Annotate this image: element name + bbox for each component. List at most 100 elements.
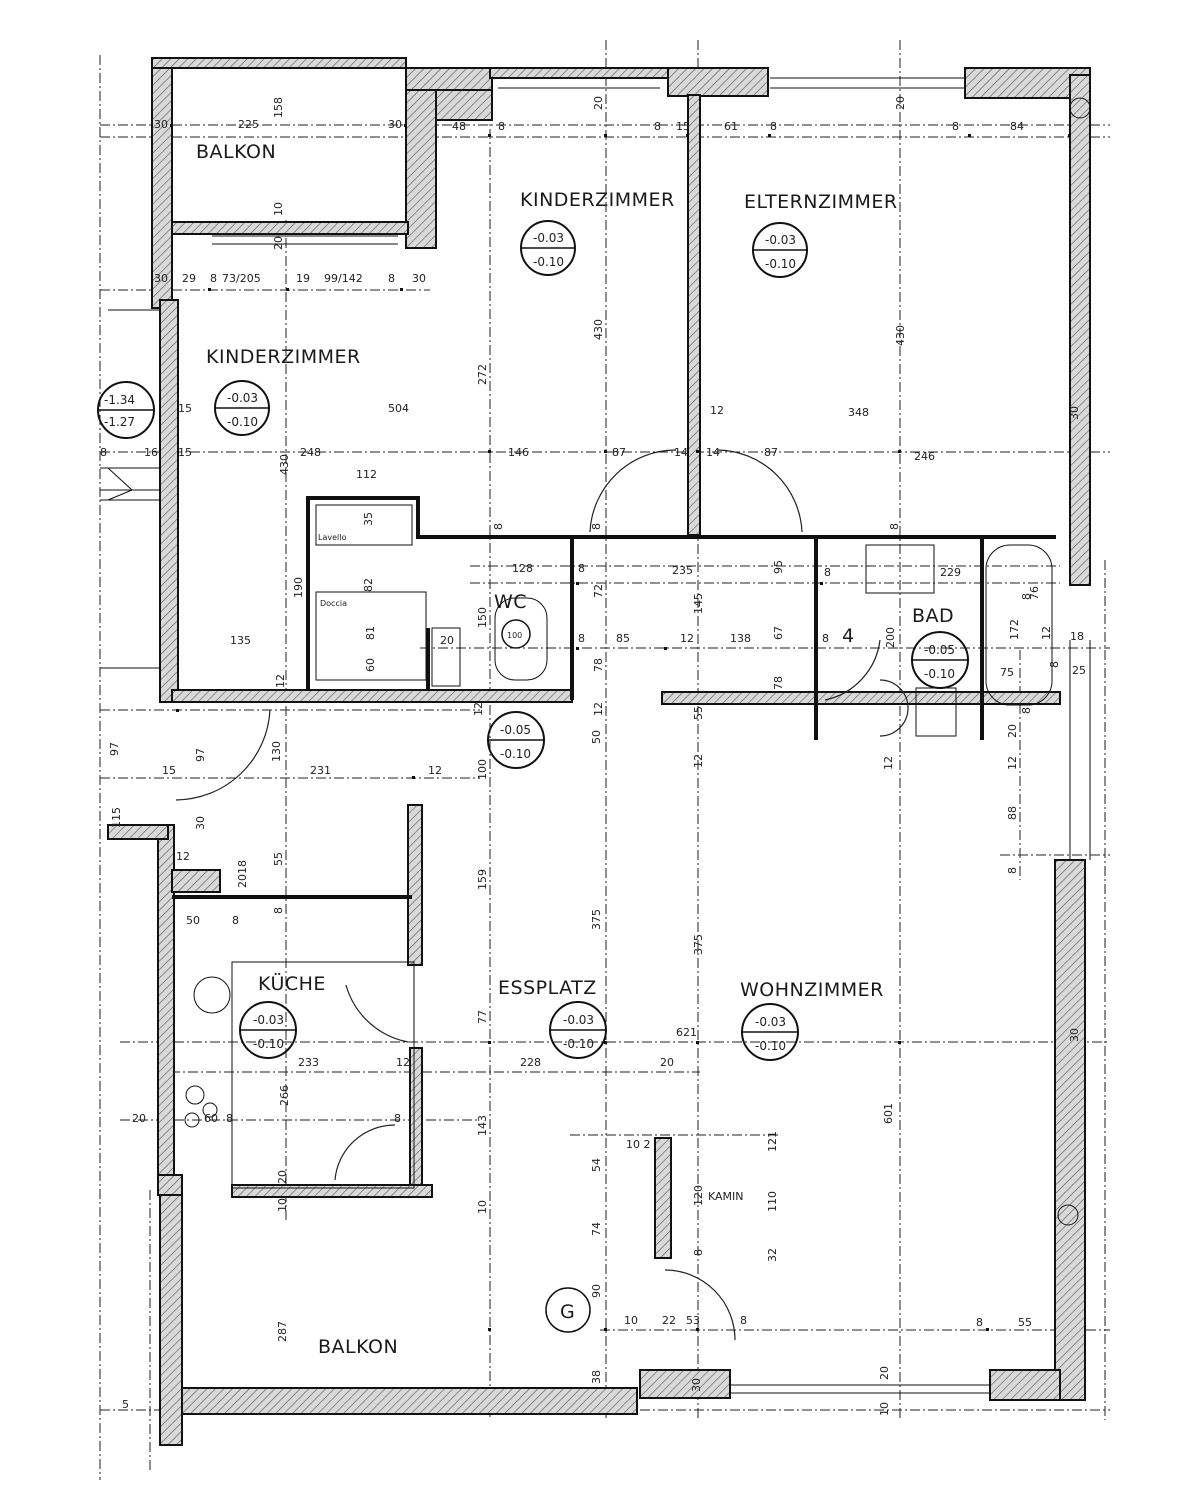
svg-text:150: 150 bbox=[476, 607, 489, 628]
label-doccia: Doccia bbox=[320, 599, 347, 608]
svg-text:8: 8 bbox=[692, 1249, 705, 1256]
svg-text:20: 20 bbox=[440, 634, 454, 647]
svg-text:120: 120 bbox=[692, 1185, 705, 1206]
svg-text:112: 112 bbox=[356, 468, 377, 481]
svg-text:95: 95 bbox=[772, 560, 785, 574]
dimension-labels: 30 225 158 30 48 8 20 8 15 61 8 20 8 84 … bbox=[100, 96, 1086, 1416]
svg-text:97: 97 bbox=[194, 748, 207, 762]
svg-text:20: 20 bbox=[878, 1366, 891, 1380]
svg-text:76: 76 bbox=[1028, 586, 1041, 600]
svg-text:20: 20 bbox=[894, 96, 907, 110]
svg-text:20: 20 bbox=[1006, 724, 1019, 738]
svg-text:12: 12 bbox=[680, 632, 694, 645]
svg-text:8: 8 bbox=[824, 566, 831, 579]
level-marker-kinderzimmer-left: -0.03 -0.10 bbox=[214, 380, 270, 436]
svg-text:-0.03: -0.03 bbox=[253, 1013, 284, 1027]
svg-text:229: 229 bbox=[940, 566, 961, 579]
svg-text:100: 100 bbox=[476, 759, 489, 780]
svg-text:55: 55 bbox=[272, 852, 285, 866]
svg-text:35: 35 bbox=[362, 512, 375, 526]
svg-text:248: 248 bbox=[300, 446, 321, 459]
svg-text:200: 200 bbox=[884, 627, 897, 648]
svg-text:146: 146 bbox=[508, 446, 529, 459]
svg-text:128: 128 bbox=[512, 562, 533, 575]
room-labels: BALKON KINDERZIMMER ELTERNZIMMER KINDERZ… bbox=[196, 141, 954, 1358]
svg-text:72: 72 bbox=[592, 584, 605, 598]
svg-text:20: 20 bbox=[592, 96, 605, 110]
svg-text:12: 12 bbox=[396, 1056, 410, 1069]
svg-text:8: 8 bbox=[1020, 707, 1033, 714]
svg-text:115: 115 bbox=[110, 807, 123, 828]
svg-text:110: 110 bbox=[766, 1191, 779, 1212]
stairs bbox=[100, 309, 160, 669]
svg-text:-1.34: -1.34 bbox=[104, 393, 135, 407]
doors bbox=[175, 97, 1091, 1341]
level-marker-stair: -1.34 -1.27 bbox=[97, 381, 155, 439]
svg-text:8: 8 bbox=[1020, 593, 1033, 600]
svg-text:-0.10: -0.10 bbox=[253, 1037, 284, 1051]
svg-text:8: 8 bbox=[100, 446, 107, 459]
svg-text:430: 430 bbox=[894, 325, 907, 346]
svg-text:8: 8 bbox=[770, 120, 777, 133]
svg-text:50: 50 bbox=[590, 730, 603, 744]
svg-text:135: 135 bbox=[230, 634, 251, 647]
svg-text:-0.10: -0.10 bbox=[924, 667, 955, 681]
svg-text:-0.05: -0.05 bbox=[500, 723, 531, 737]
svg-text:-0.03: -0.03 bbox=[563, 1013, 594, 1027]
svg-text:87: 87 bbox=[612, 446, 626, 459]
dimension-ticks bbox=[170, 124, 1071, 1331]
svg-text:8: 8 bbox=[740, 1314, 747, 1327]
svg-text:10: 10 bbox=[624, 1314, 638, 1327]
room-label-essplatz: ESSPLATZ bbox=[498, 977, 597, 999]
svg-text:38: 38 bbox=[590, 1370, 603, 1384]
room-label-wc: WC bbox=[494, 591, 527, 613]
svg-text:430: 430 bbox=[278, 454, 291, 475]
svg-text:12: 12 bbox=[428, 764, 442, 777]
svg-text:8: 8 bbox=[232, 914, 239, 927]
svg-text:10: 10 bbox=[272, 202, 285, 216]
room-label-wohnzimmer: WOHNZIMMER bbox=[740, 979, 884, 1001]
svg-text:77: 77 bbox=[476, 1010, 489, 1024]
svg-text:8: 8 bbox=[210, 272, 217, 285]
level-marker-kinderzimmer-top: -0.03 -0.10 bbox=[520, 220, 576, 276]
svg-text:53: 53 bbox=[686, 1314, 700, 1327]
svg-text:159: 159 bbox=[476, 869, 489, 890]
svg-text:30: 30 bbox=[194, 816, 207, 830]
svg-text:8: 8 bbox=[226, 1112, 233, 1125]
svg-text:15: 15 bbox=[178, 402, 192, 415]
svg-text:504: 504 bbox=[388, 402, 409, 415]
svg-text:8: 8 bbox=[590, 523, 603, 530]
svg-text:-0.05: -0.05 bbox=[924, 643, 955, 657]
svg-text:78: 78 bbox=[772, 676, 785, 690]
svg-text:138: 138 bbox=[730, 632, 751, 645]
svg-text:48: 48 bbox=[452, 120, 466, 133]
svg-text:14: 14 bbox=[674, 446, 688, 459]
svg-text:15: 15 bbox=[162, 764, 176, 777]
svg-text:15: 15 bbox=[178, 446, 192, 459]
svg-text:-0.03: -0.03 bbox=[755, 1015, 786, 1029]
svg-text:60: 60 bbox=[364, 658, 377, 672]
svg-text:158: 158 bbox=[272, 97, 285, 118]
svg-text:20: 20 bbox=[276, 1170, 289, 1184]
svg-text:287: 287 bbox=[276, 1321, 289, 1342]
room-label-balkon-top: BALKON bbox=[196, 141, 276, 163]
svg-text:12: 12 bbox=[692, 754, 705, 768]
svg-text:601: 601 bbox=[882, 1103, 895, 1124]
svg-text:22: 22 bbox=[662, 1314, 676, 1327]
room-label-bad: BAD bbox=[912, 605, 954, 627]
svg-text:231: 231 bbox=[310, 764, 331, 777]
label-kamin: KAMIN bbox=[708, 1190, 744, 1203]
svg-text:12: 12 bbox=[592, 702, 605, 716]
svg-text:172: 172 bbox=[1008, 619, 1021, 640]
room-label-kinderzimmer-left: KINDERZIMMER bbox=[206, 346, 361, 368]
room-label-balkon-bottom: BALKON bbox=[318, 1336, 398, 1358]
svg-text:-0.10: -0.10 bbox=[765, 257, 796, 271]
svg-text:81: 81 bbox=[364, 626, 377, 640]
svg-text:228: 228 bbox=[520, 1056, 541, 1069]
svg-text:12: 12 bbox=[472, 702, 485, 716]
room-label-elternzimmer: ELTERNZIMMER bbox=[744, 191, 898, 213]
svg-text:87: 87 bbox=[764, 446, 778, 459]
svg-text:143: 143 bbox=[476, 1115, 489, 1136]
svg-text:85: 85 bbox=[616, 632, 630, 645]
